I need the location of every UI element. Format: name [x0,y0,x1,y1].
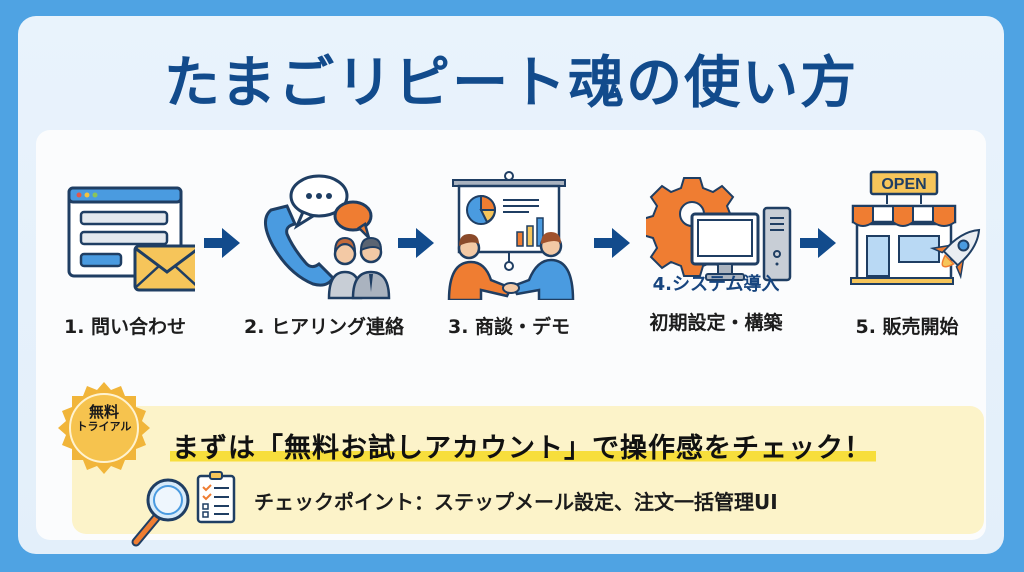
step-4: 4.システム導入 初期設定・構築 [636,170,796,335]
arrow-right-icon [398,228,434,258]
step-4-title: 4.システム導入 [652,274,780,295]
step-4-label: 初期設定・構築 [649,312,783,334]
step-3: 3. 商談・デモ [434,170,584,339]
free-trial-badge: 無料 トライアル [56,380,152,476]
presentation-handshake-icon [439,170,579,302]
magnifier-icon [131,478,190,547]
step-1: 1. 問い合わせ [50,170,201,339]
arrow-right-icon [800,228,836,258]
step-1-label: 1. 問い合わせ [63,316,187,338]
infographic-panel: たまごリピート魂の使い方 1. 問い合わせ [18,16,1004,554]
phone-chat-people-icon [249,170,391,300]
step-2-label: 2. ヒアリング連絡 [244,316,405,338]
step-2: 2. ヒアリング連絡 [244,170,405,339]
checkpoint-text: チェックポイント：ステップメール設定、注文一括管理UI [254,490,778,514]
page-title: たまごリピート魂の使い方 [163,51,859,116]
step-5: OPEN [832,170,982,339]
badge-line-1: 無料 [88,403,119,421]
arrow-right-icon [594,228,630,258]
open-store-rocket-icon: OPEN [837,170,981,300]
trial-headline: まずは「無料お試しアカウント」で操作感をチェック！ [170,426,876,465]
steps-card: 1. 問い合わせ [36,130,986,547]
step-3-label: 3. 商談・デモ [447,316,571,338]
open-sign-text: OPEN [881,176,926,193]
badge-line-2: トライアル [76,420,132,434]
checkpoint-icons [126,466,236,556]
step-5-label: 5. 販売開始 [855,316,959,338]
arrow-right-icon [204,228,240,258]
free-trial-callout: まずは「無料お試しアカウント」で操作感をチェック！ チェックポイント：ステップメ… [72,406,984,534]
checklist-icon [196,471,236,524]
gear-computer-icon: 4.システム導入 [642,170,792,296]
gold-seal-icon [58,382,150,474]
trial-headline-text: まずは「無料お試しアカウント」で操作感をチェック！ [170,433,876,464]
web-form-envelope-icon [55,170,201,300]
